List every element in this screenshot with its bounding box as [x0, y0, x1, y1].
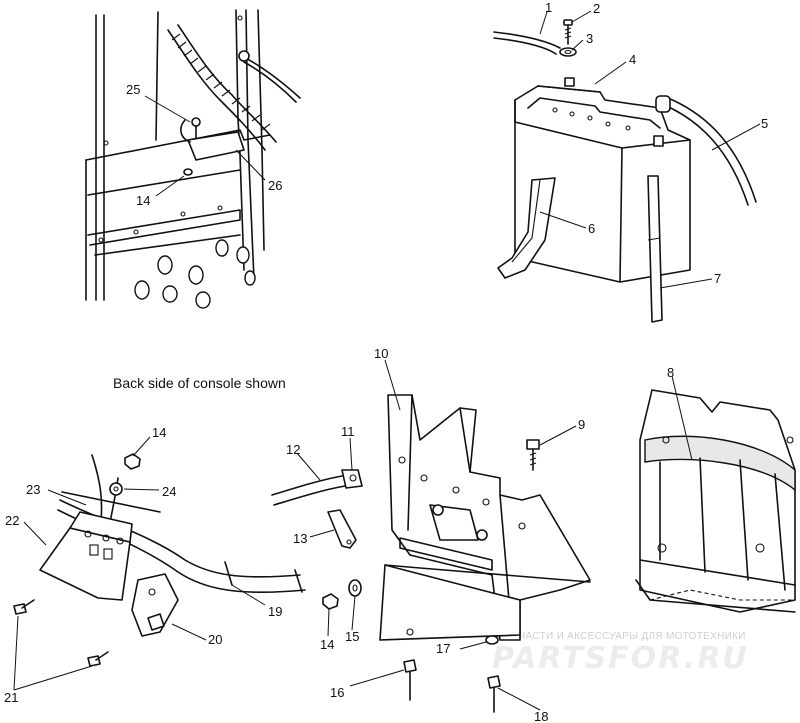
- callout-26: 26: [268, 178, 282, 193]
- callout-10: 10: [374, 346, 388, 361]
- callout-5: 5: [761, 116, 768, 131]
- callout-3: 3: [586, 31, 593, 46]
- callout-12: 12: [286, 442, 300, 457]
- callout-8: 8: [667, 365, 674, 380]
- callout-11: 11: [341, 424, 355, 439]
- callout-6: 6: [588, 221, 595, 236]
- callout-13: 13: [293, 531, 307, 546]
- callout-15: 15: [345, 629, 359, 644]
- watermark-tagline: ЗАПЧАСТИ И АКСЕССУАРЫ ДЛЯ МОТОТЕХНИКИ: [498, 631, 746, 642]
- callout-2: 2: [593, 1, 600, 16]
- watermark-logo-text: PARTSFOR.RU: [492, 641, 749, 676]
- callout-21: 21: [4, 690, 18, 705]
- frame-console-view: [85, 9, 301, 309]
- callout-4: 4: [629, 52, 636, 67]
- view-caption: Back side of console shown: [113, 375, 286, 391]
- callout-9: 9: [578, 417, 585, 432]
- callout-18: 18: [534, 709, 548, 723]
- callout-14-relay: 14: [152, 425, 166, 440]
- callout-17: 17: [436, 641, 450, 656]
- callout-14-bracket: 14: [320, 637, 334, 652]
- leader-lines: [13, 10, 761, 711]
- callout-25: 25: [126, 82, 140, 97]
- callout-numbers: 1 2 3 4 5 6 7 8 9 10 11 12 13 14 14 14 1…: [4, 0, 768, 723]
- callout-14-frame: 14: [136, 193, 150, 208]
- callout-24: 24: [162, 484, 176, 499]
- callout-7: 7: [714, 271, 721, 286]
- battery-view: [493, 19, 757, 323]
- watermark: PARTSFOR.RU ЗАПЧАСТИ И АКСЕССУАРЫ ДЛЯ МО…: [492, 631, 749, 676]
- callout-16: 16: [330, 685, 344, 700]
- callout-20: 20: [208, 632, 222, 647]
- battery-box-view: [635, 389, 796, 613]
- relay-wiring-view: [13, 453, 306, 667]
- callout-19: 19: [268, 604, 282, 619]
- callout-1: 1: [545, 0, 552, 15]
- callout-22: 22: [5, 513, 19, 528]
- callout-23: 23: [26, 482, 40, 497]
- battery-bracket-view: [271, 394, 591, 713]
